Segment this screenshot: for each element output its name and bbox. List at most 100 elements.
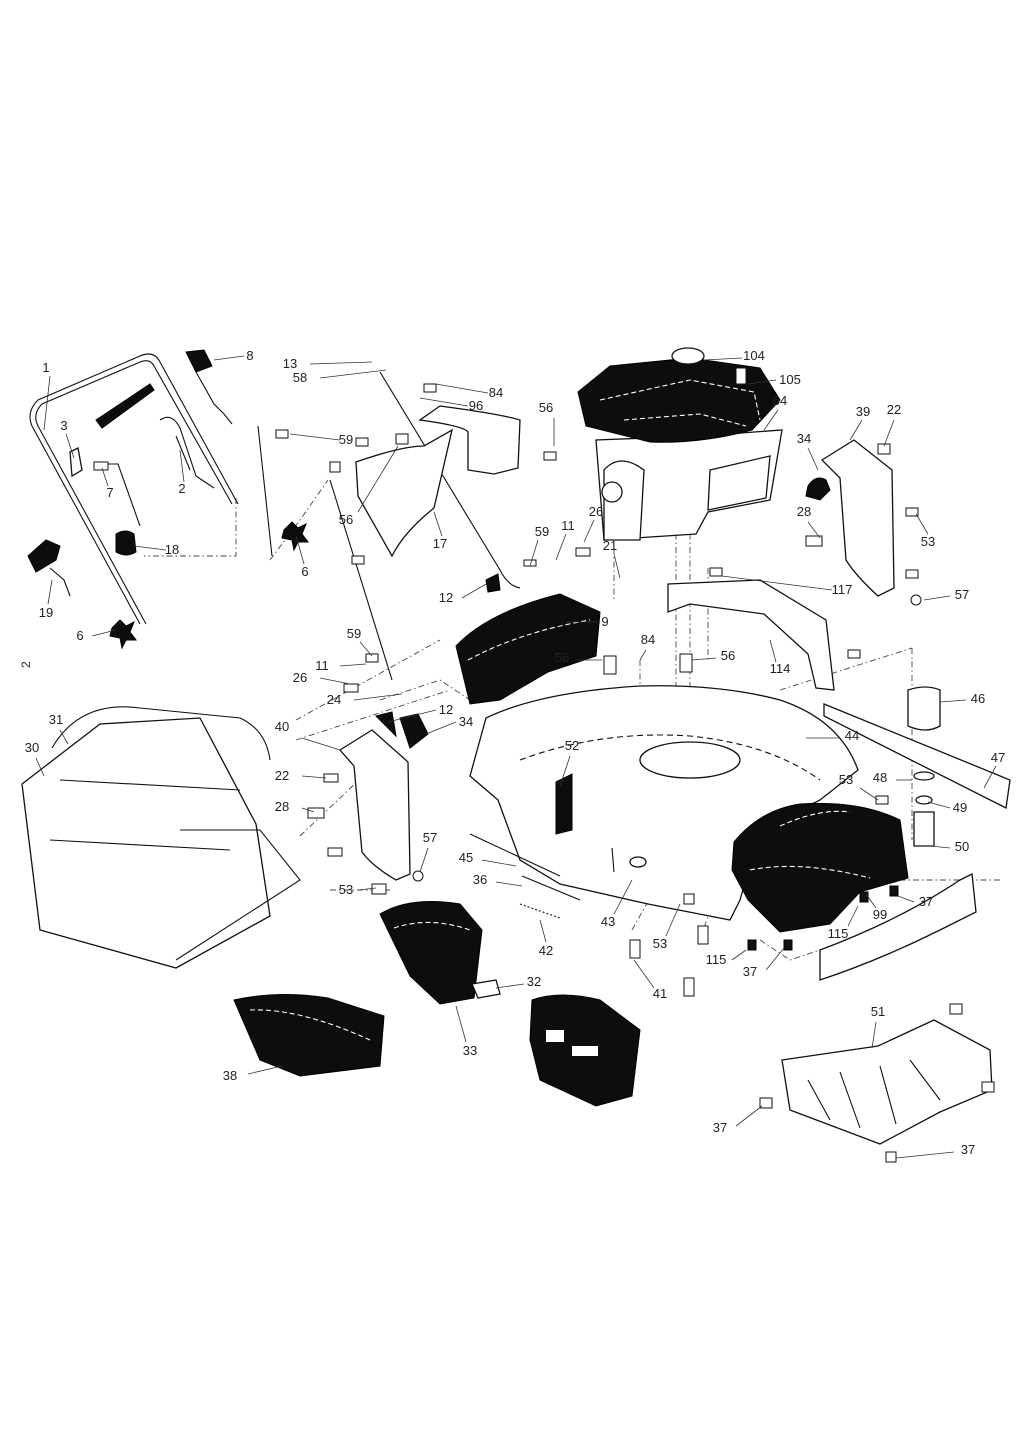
leader-line xyxy=(481,859,517,867)
part-number-label: 117 xyxy=(832,582,853,597)
mulch-plug xyxy=(529,994,641,1107)
callout-c59b: 59 xyxy=(529,524,549,567)
callout-c53a: 53 xyxy=(339,882,377,897)
part-number-label: 17 xyxy=(433,536,447,551)
left-brackets xyxy=(307,729,424,895)
callout-c28a: 28 xyxy=(275,799,315,814)
part-number-label: 84 xyxy=(489,385,503,400)
part-number-label: 19 xyxy=(39,605,53,620)
part-number-label: 7 xyxy=(106,485,113,500)
leader-line xyxy=(495,881,523,887)
part-number-label: 26 xyxy=(589,504,603,519)
part-number-label: 99 xyxy=(873,907,887,922)
callout-c11a: 11 xyxy=(555,518,575,561)
callout-c43: 43 xyxy=(601,879,633,929)
leader-line xyxy=(289,433,341,441)
callout-c84a: 84 xyxy=(435,383,503,400)
part-number-label: 2 xyxy=(178,481,185,496)
part-number-label: 53 xyxy=(839,772,853,787)
part-number-label: 11 xyxy=(315,658,329,673)
callout-c21: 21 xyxy=(603,538,621,579)
callout-c30: 30 xyxy=(25,740,45,777)
callout-c12a: 12 xyxy=(439,583,487,605)
callout-c7: 7 xyxy=(101,467,114,500)
part-number-label: 114 xyxy=(770,661,791,676)
leader-line xyxy=(613,879,633,915)
leader-line xyxy=(763,409,779,431)
part-number-label: 12 xyxy=(439,590,453,605)
leader-line xyxy=(133,545,167,551)
callout-c117: 117 xyxy=(721,575,853,597)
leader-line xyxy=(613,553,621,579)
callout-c42: 42 xyxy=(539,919,553,958)
leader-line xyxy=(301,737,341,751)
part-number-label: 12 xyxy=(439,702,453,717)
callout-c47: 47 xyxy=(983,750,1005,789)
callout-c96: 96 xyxy=(419,397,483,413)
leader-line xyxy=(433,511,443,537)
hinge-rod-spring xyxy=(469,833,581,919)
leader-line xyxy=(179,449,185,483)
part-number-label: 58 xyxy=(293,370,307,385)
right-brackets xyxy=(667,439,922,691)
part-number-label: 53 xyxy=(339,882,353,897)
callout-c37d: 37 xyxy=(895,1142,975,1159)
callout-c114: 114 xyxy=(769,639,791,676)
part-number-label: 39 xyxy=(856,404,870,419)
callout-c26b: 26 xyxy=(293,670,351,685)
callout-c37c: 37 xyxy=(713,1105,763,1135)
part-number-label: 84 xyxy=(641,632,655,647)
leader-line xyxy=(357,887,377,891)
leader-line xyxy=(927,801,951,809)
leader-line xyxy=(983,765,997,789)
callout-c6a: 6 xyxy=(76,628,117,643)
part-number-label: 115 xyxy=(706,952,727,967)
part-number-label: 105 xyxy=(779,372,801,387)
part-number-label: 53 xyxy=(921,534,935,549)
part-number-label: 6 xyxy=(76,628,83,643)
mower-deck xyxy=(469,685,859,921)
leader-line xyxy=(529,539,539,567)
callout-c38: 38 xyxy=(223,1065,283,1083)
leader-line xyxy=(721,575,833,591)
leader-line xyxy=(339,663,367,667)
leader-line xyxy=(769,639,777,663)
callout-c36: 36 xyxy=(473,872,523,887)
callout-c22a: 22 xyxy=(275,768,327,783)
part-number-label: 59 xyxy=(535,524,549,539)
part-number-label: 18 xyxy=(165,542,179,557)
part-number-label: 22 xyxy=(275,768,289,783)
callout-c52: 52 xyxy=(559,738,579,787)
leader-line xyxy=(703,357,743,361)
leader-line xyxy=(309,361,373,365)
callout-c53d: 53 xyxy=(653,903,681,951)
leader-line xyxy=(213,355,245,361)
part-number-label: 8 xyxy=(246,348,253,363)
callout-c53b: 53 xyxy=(915,513,935,549)
leader-line xyxy=(765,947,785,971)
leader-line xyxy=(633,959,655,989)
callout-c22b: 22 xyxy=(883,402,901,447)
callout-c11b: 11 xyxy=(315,658,367,673)
callout-c53c: 53 xyxy=(839,772,879,801)
leader-line xyxy=(357,445,399,513)
callout-c1: 1 xyxy=(42,360,51,431)
leader-line xyxy=(425,721,457,735)
page-side-number: 2 xyxy=(19,661,33,668)
callout-c37b: 37 xyxy=(743,947,785,979)
callout-c59c: 59 xyxy=(347,626,373,657)
part-number-label: 3 xyxy=(60,418,67,433)
part-number-label: 42 xyxy=(539,943,553,958)
callout-c19: 19 xyxy=(39,579,53,620)
leader-line xyxy=(897,895,915,903)
callout-c48: 48 xyxy=(873,770,912,785)
part-number-label: 45 xyxy=(459,850,473,865)
callout-c56d: 56 xyxy=(691,648,735,663)
callout-c40: 40 xyxy=(275,719,341,751)
leader-line xyxy=(353,693,403,701)
callout-c115a: 115 xyxy=(828,905,859,941)
callout-c115b: 115 xyxy=(706,949,747,967)
leader-line xyxy=(923,595,951,601)
callout-c13: 13 xyxy=(283,356,373,371)
part-number-label: 57 xyxy=(955,587,969,602)
